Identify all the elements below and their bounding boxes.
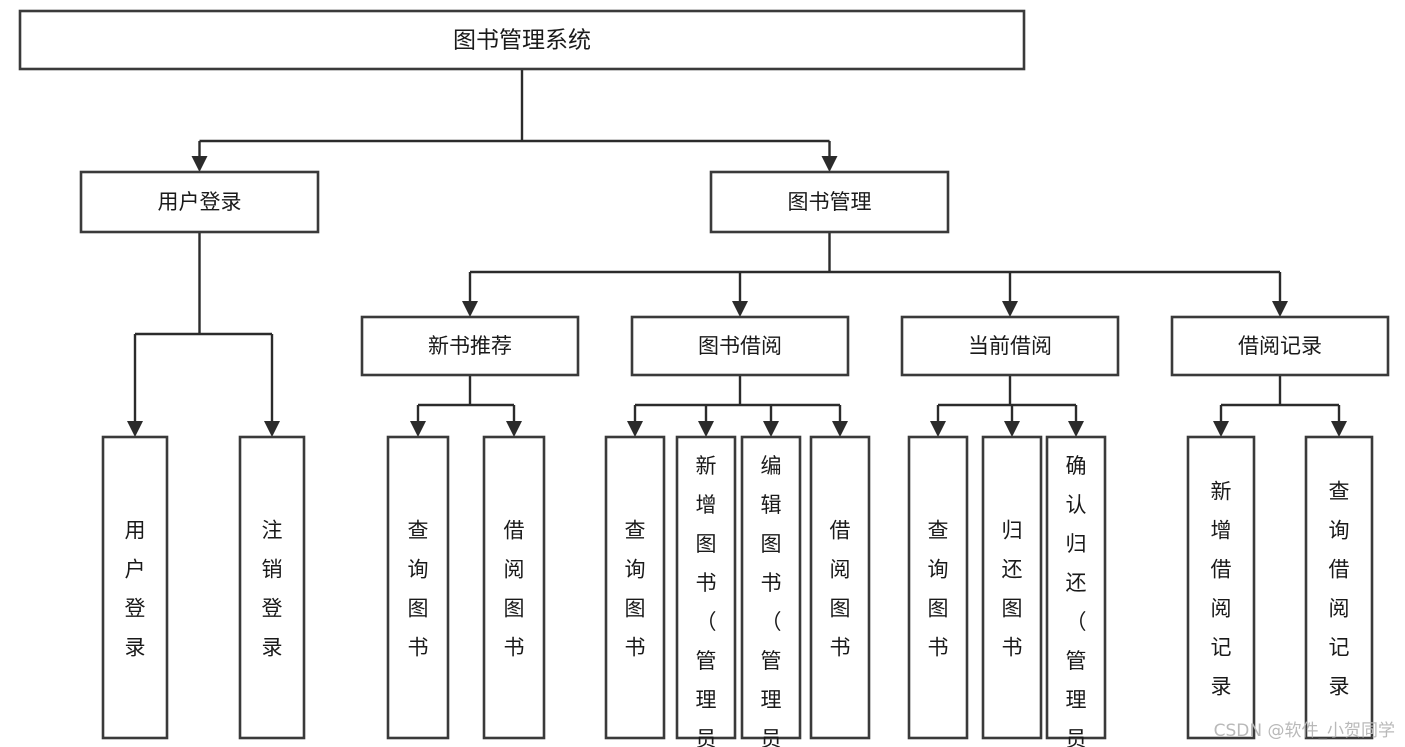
leaf-borrow-record-0[interactable]: 新增借阅记录 [1186,435,1256,740]
leaf-borrow-record-0-label: 新增借阅记录 [1211,480,1232,699]
leaf-borrow-record-1-label: 查询借阅记录 [1329,480,1350,699]
leaf-book-borrow-3-label: 借阅图书 [830,519,851,660]
leaf-user-login-1[interactable]: 注销登录 [238,435,306,740]
leaf-book-borrow-1[interactable]: 新增图书（管理员） [675,435,737,747]
leaf-borrow-record-1[interactable]: 查询借阅记录 [1304,435,1374,740]
leaf-current-borrow-2-label: 确认归还（管理员） [1066,454,1087,747]
node-l3-1-label: 图书借阅 [698,334,782,358]
node-root-rect [18,9,1026,71]
leaf-new-book-1-label: 借阅图书 [504,519,525,660]
node-l3-3[interactable]: 借阅记录 [1170,315,1390,377]
node-l3-0-rect [360,315,580,377]
node-l3-1-rect [630,315,850,377]
node-root-label: 图书管理系统 [453,28,591,54]
leaf-new-book-1[interactable]: 借阅图书 [482,435,546,740]
leaf-user-login-1-label: 注销登录 [262,519,283,660]
leaf-book-borrow-3-rect [809,435,871,740]
leaf-user-login-0[interactable]: 用户登录 [101,435,169,740]
leaf-current-borrow-0-label: 查询图书 [928,519,949,660]
leaf-current-borrow-1-rect [981,435,1043,740]
leaf-user-login-0-rect [101,435,169,740]
leaf-current-borrow-0-rect [907,435,969,740]
leaf-book-borrow-1-label: 新增图书（管理员） [696,454,717,747]
node-l2-1-rect [709,170,950,234]
node-layer: 图书管理系统用户登录图书管理新书推荐图书借阅当前借阅借阅记录用户登录注销登录查询… [18,9,1390,747]
leaf-book-borrow-0-rect [604,435,666,740]
leaf-user-login-0-label: 用户登录 [125,519,146,660]
leaf-user-login-1-rect [238,435,306,740]
node-l2-1-label: 图书管理 [788,190,872,214]
node-l2-0[interactable]: 用户登录 [79,170,320,234]
node-l3-2[interactable]: 当前借阅 [900,315,1120,377]
leaf-current-borrow-1-label: 归还图书 [1002,519,1023,660]
leaf-book-borrow-1-rect [675,435,737,740]
leaf-book-borrow-2-rect [740,435,802,740]
node-root[interactable]: 图书管理系统 [18,9,1026,71]
node-l3-3-label: 借阅记录 [1238,334,1322,358]
node-l3-1[interactable]: 图书借阅 [630,315,850,377]
node-l2-0-label: 用户登录 [158,190,242,214]
leaf-current-borrow-1[interactable]: 归还图书 [981,435,1043,740]
leaf-borrow-record-0-rect [1186,435,1256,740]
leaf-book-borrow-2-label: 编辑图书（管理员） [761,454,782,747]
node-l3-2-label: 当前借阅 [968,334,1052,358]
leaf-book-borrow-0-label: 查询图书 [625,519,646,660]
leaf-current-borrow-2[interactable]: 确认归还（管理员） [1045,435,1107,747]
leaf-new-book-0-rect [386,435,450,740]
leaf-book-borrow-3[interactable]: 借阅图书 [809,435,871,740]
node-l2-0-rect [79,170,320,234]
node-l3-0[interactable]: 新书推荐 [360,315,580,377]
node-l3-3-rect [1170,315,1390,377]
leaf-book-borrow-2[interactable]: 编辑图书（管理员） [740,435,802,747]
leaf-new-book-1-rect [482,435,546,740]
node-l3-0-label: 新书推荐 [428,334,512,358]
leaf-new-book-0-label: 查询图书 [408,519,429,660]
leaf-book-borrow-0[interactable]: 查询图书 [604,435,666,740]
leaf-current-borrow-0[interactable]: 查询图书 [907,435,969,740]
edge-layer [127,69,1347,437]
leaf-new-book-0[interactable]: 查询图书 [386,435,450,740]
node-l2-1[interactable]: 图书管理 [709,170,950,234]
node-l3-2-rect [900,315,1120,377]
leaf-current-borrow-2-rect [1045,435,1107,740]
leaf-borrow-record-1-rect [1304,435,1374,740]
